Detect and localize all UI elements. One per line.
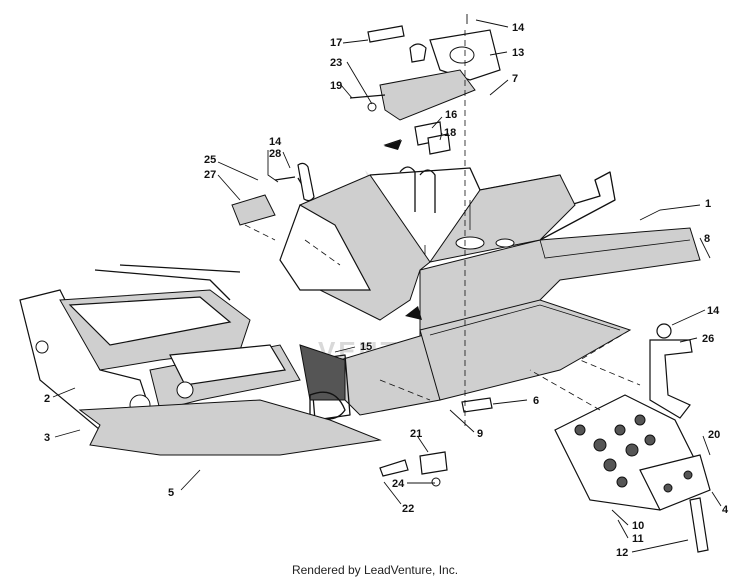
label-part-9: 9	[477, 428, 483, 440]
label-part-27: 27	[204, 169, 216, 181]
label-part-22: 22	[402, 503, 414, 515]
label-part-10: 10	[632, 520, 644, 532]
label-part-17: 17	[330, 37, 342, 49]
label-part-6: 6	[533, 395, 539, 407]
assembly-lines	[244, 30, 641, 430]
label-part-14-right: 14	[707, 305, 720, 317]
label-part-1: 1	[705, 198, 711, 210]
label-part-20: 20	[708, 429, 720, 441]
label-part-26: 26	[702, 333, 714, 345]
label-part-18: 18	[444, 127, 456, 139]
label-part-12: 12	[616, 547, 628, 559]
part-labels: 1 2 3 4 5 6 7 8 9 10 11 12 13 14 14 14 1…	[44, 22, 729, 559]
label-part-19: 19	[330, 80, 342, 92]
label-part-7: 7	[512, 73, 518, 85]
leader-lines	[52, 14, 722, 553]
skid-plate	[78, 399, 382, 456]
label-part-21: 21	[410, 428, 422, 440]
arrow-marker-top	[384, 140, 402, 150]
label-part-28: 28	[269, 148, 281, 160]
label-part-14-top: 14	[512, 22, 525, 34]
front-bumper-assembly	[19, 264, 346, 441]
label-part-15: 15	[360, 341, 372, 353]
bottom-pan	[419, 299, 632, 401]
label-part-8: 8	[704, 233, 710, 245]
label-part-13: 13	[512, 47, 524, 59]
label-part-23: 23	[330, 57, 342, 69]
label-part-24: 24	[392, 478, 405, 490]
step-plate	[554, 394, 711, 553]
label-part-25: 25	[204, 154, 216, 166]
label-part-11: 11	[632, 533, 644, 545]
footrest-bracket	[649, 323, 693, 419]
label-part-16: 16	[445, 109, 457, 121]
label-part-14-left: 14	[269, 136, 282, 148]
arrow-marker-mid	[405, 306, 422, 320]
label-part-5: 5	[168, 487, 174, 499]
label-part-2: 2	[44, 393, 50, 405]
steering-bracket	[349, 25, 501, 121]
side-bracket	[231, 162, 315, 226]
footer-credit: Rendered by LeadVenture, Inc.	[291, 563, 459, 577]
label-part-3: 3	[44, 432, 50, 444]
small-parts	[379, 397, 493, 487]
label-part-4: 4	[722, 504, 729, 516]
